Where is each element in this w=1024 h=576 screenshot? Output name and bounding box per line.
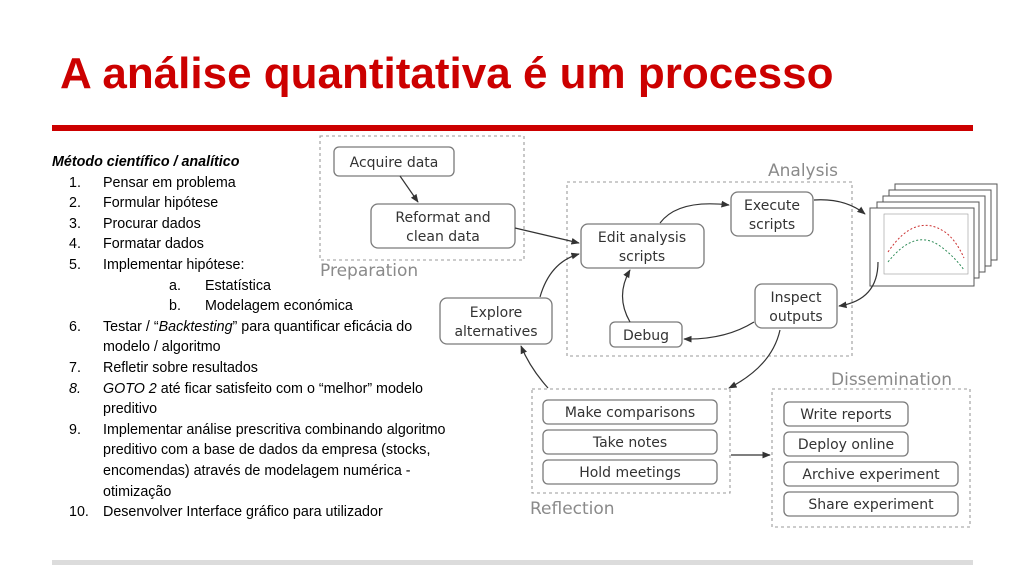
slide-title: A análise quantitativa é um processo: [60, 49, 834, 98]
svg-text:Debug: Debug: [623, 328, 669, 344]
svg-text:Execute: Execute: [744, 198, 800, 214]
arrow-execute-outputs: [813, 199, 866, 215]
svg-text:Explore: Explore: [470, 305, 523, 321]
make-comparisons-node: Make comparisons: [542, 399, 718, 425]
list-item: 1.Pensar em problema: [69, 174, 236, 191]
explore-alternatives-node: Explore alternatives: [439, 297, 553, 345]
list-item: 9.Implementar análise prescritiva combin…: [69, 421, 446, 500]
arrow-explore-edit: [539, 252, 580, 298]
svg-text:Acquire data: Acquire data: [350, 155, 439, 171]
svg-text:alternatives: alternatives: [454, 324, 537, 340]
hold-meetings-node: Hold meetings: [542, 459, 718, 485]
arrow-inspect-reflection: [728, 329, 781, 389]
svg-text:outputs: outputs: [769, 309, 822, 325]
arrow-inspect-debug: [683, 321, 755, 343]
reformat-data-node: Reformat and clean data: [370, 203, 516, 249]
reflection-group: [531, 388, 731, 494]
list-item: 6.Testar / “Backtesting” para quantifica…: [69, 318, 413, 356]
sub-list-item: a.Estatística: [169, 277, 271, 294]
execute-scripts-node: Execute scripts: [730, 191, 814, 237]
svg-text:Hold meetings: Hold meetings: [579, 465, 681, 481]
footer-rule: [52, 560, 973, 565]
svg-text:scripts: scripts: [619, 249, 665, 265]
analysis-group: [566, 181, 853, 357]
svg-text:clean data: clean data: [406, 229, 480, 245]
sub-list: a.Estatística b.Modelagem económica: [103, 276, 447, 317]
list-item: 10.Desenvolver Interface gráfico para ut…: [69, 504, 383, 521]
list-item: 7.Refletir sobre resultados: [69, 359, 258, 376]
dissemination-label: Dissemination: [831, 370, 952, 390]
preparation-group: [319, 135, 525, 261]
reflection-label: Reflection: [530, 499, 615, 519]
edit-scripts-node: Edit analysis scripts: [580, 223, 705, 269]
dissemination-group: [771, 388, 971, 528]
list-item: 2.Formular hipótese: [69, 195, 219, 212]
list-item: 3.Procurar dados: [69, 215, 201, 232]
share-experiment-node: Share experiment: [783, 491, 959, 517]
arrow-reflection-explore: [520, 345, 549, 389]
write-reports-node: Write reports: [783, 401, 909, 427]
list-item: 5.Implementar hipótese: a.Estatística b.…: [52, 255, 447, 317]
svg-text:Take notes: Take notes: [592, 435, 667, 451]
deploy-online-node: Deploy online: [783, 431, 909, 457]
arrow-outputs-inspect: [838, 261, 879, 309]
arrow-debug-edit: [621, 269, 631, 323]
method-steps: Método científico / analítico 1.Pensar e…: [52, 152, 447, 523]
arrow-reformat-edit: [514, 227, 580, 245]
svg-text:scripts: scripts: [749, 217, 795, 233]
method-heading: Método científico / analítico: [52, 154, 240, 170]
title-underline: [52, 125, 973, 131]
svg-text:Archive experiment: Archive experiment: [802, 467, 940, 483]
debug-node: Debug: [609, 321, 683, 348]
svg-text:Inspect: Inspect: [771, 290, 822, 306]
svg-text:Write reports: Write reports: [800, 407, 891, 423]
sub-list-item: b.Modelagem económica: [169, 298, 353, 315]
preparation-label: Preparation: [320, 261, 418, 281]
svg-text:Share experiment: Share experiment: [808, 497, 934, 513]
take-notes-node: Take notes: [542, 429, 718, 455]
acquire-data-node: Acquire data: [333, 146, 455, 177]
analysis-label: Analysis: [768, 161, 838, 181]
svg-text:Make comparisons: Make comparisons: [565, 405, 695, 421]
svg-text:Deploy online: Deploy online: [798, 437, 894, 453]
arrow-acquire-reformat: [399, 175, 419, 203]
output-plots-stack: [869, 183, 998, 287]
steps-list: 1.Pensar em problema 2.Formular hipótese…: [52, 173, 447, 523]
svg-text:Edit analysis: Edit analysis: [598, 230, 686, 246]
archive-experiment-node: Archive experiment: [783, 461, 959, 487]
arrow-edit-execute: [659, 200, 730, 224]
svg-text:Reformat and: Reformat and: [395, 210, 490, 226]
list-item: 8.GOTO 2 até ficar satisfeito com o “mel…: [69, 380, 423, 418]
inspect-outputs-node: Inspect outputs: [754, 283, 838, 329]
list-item: 4.Formatar dados: [69, 236, 204, 253]
